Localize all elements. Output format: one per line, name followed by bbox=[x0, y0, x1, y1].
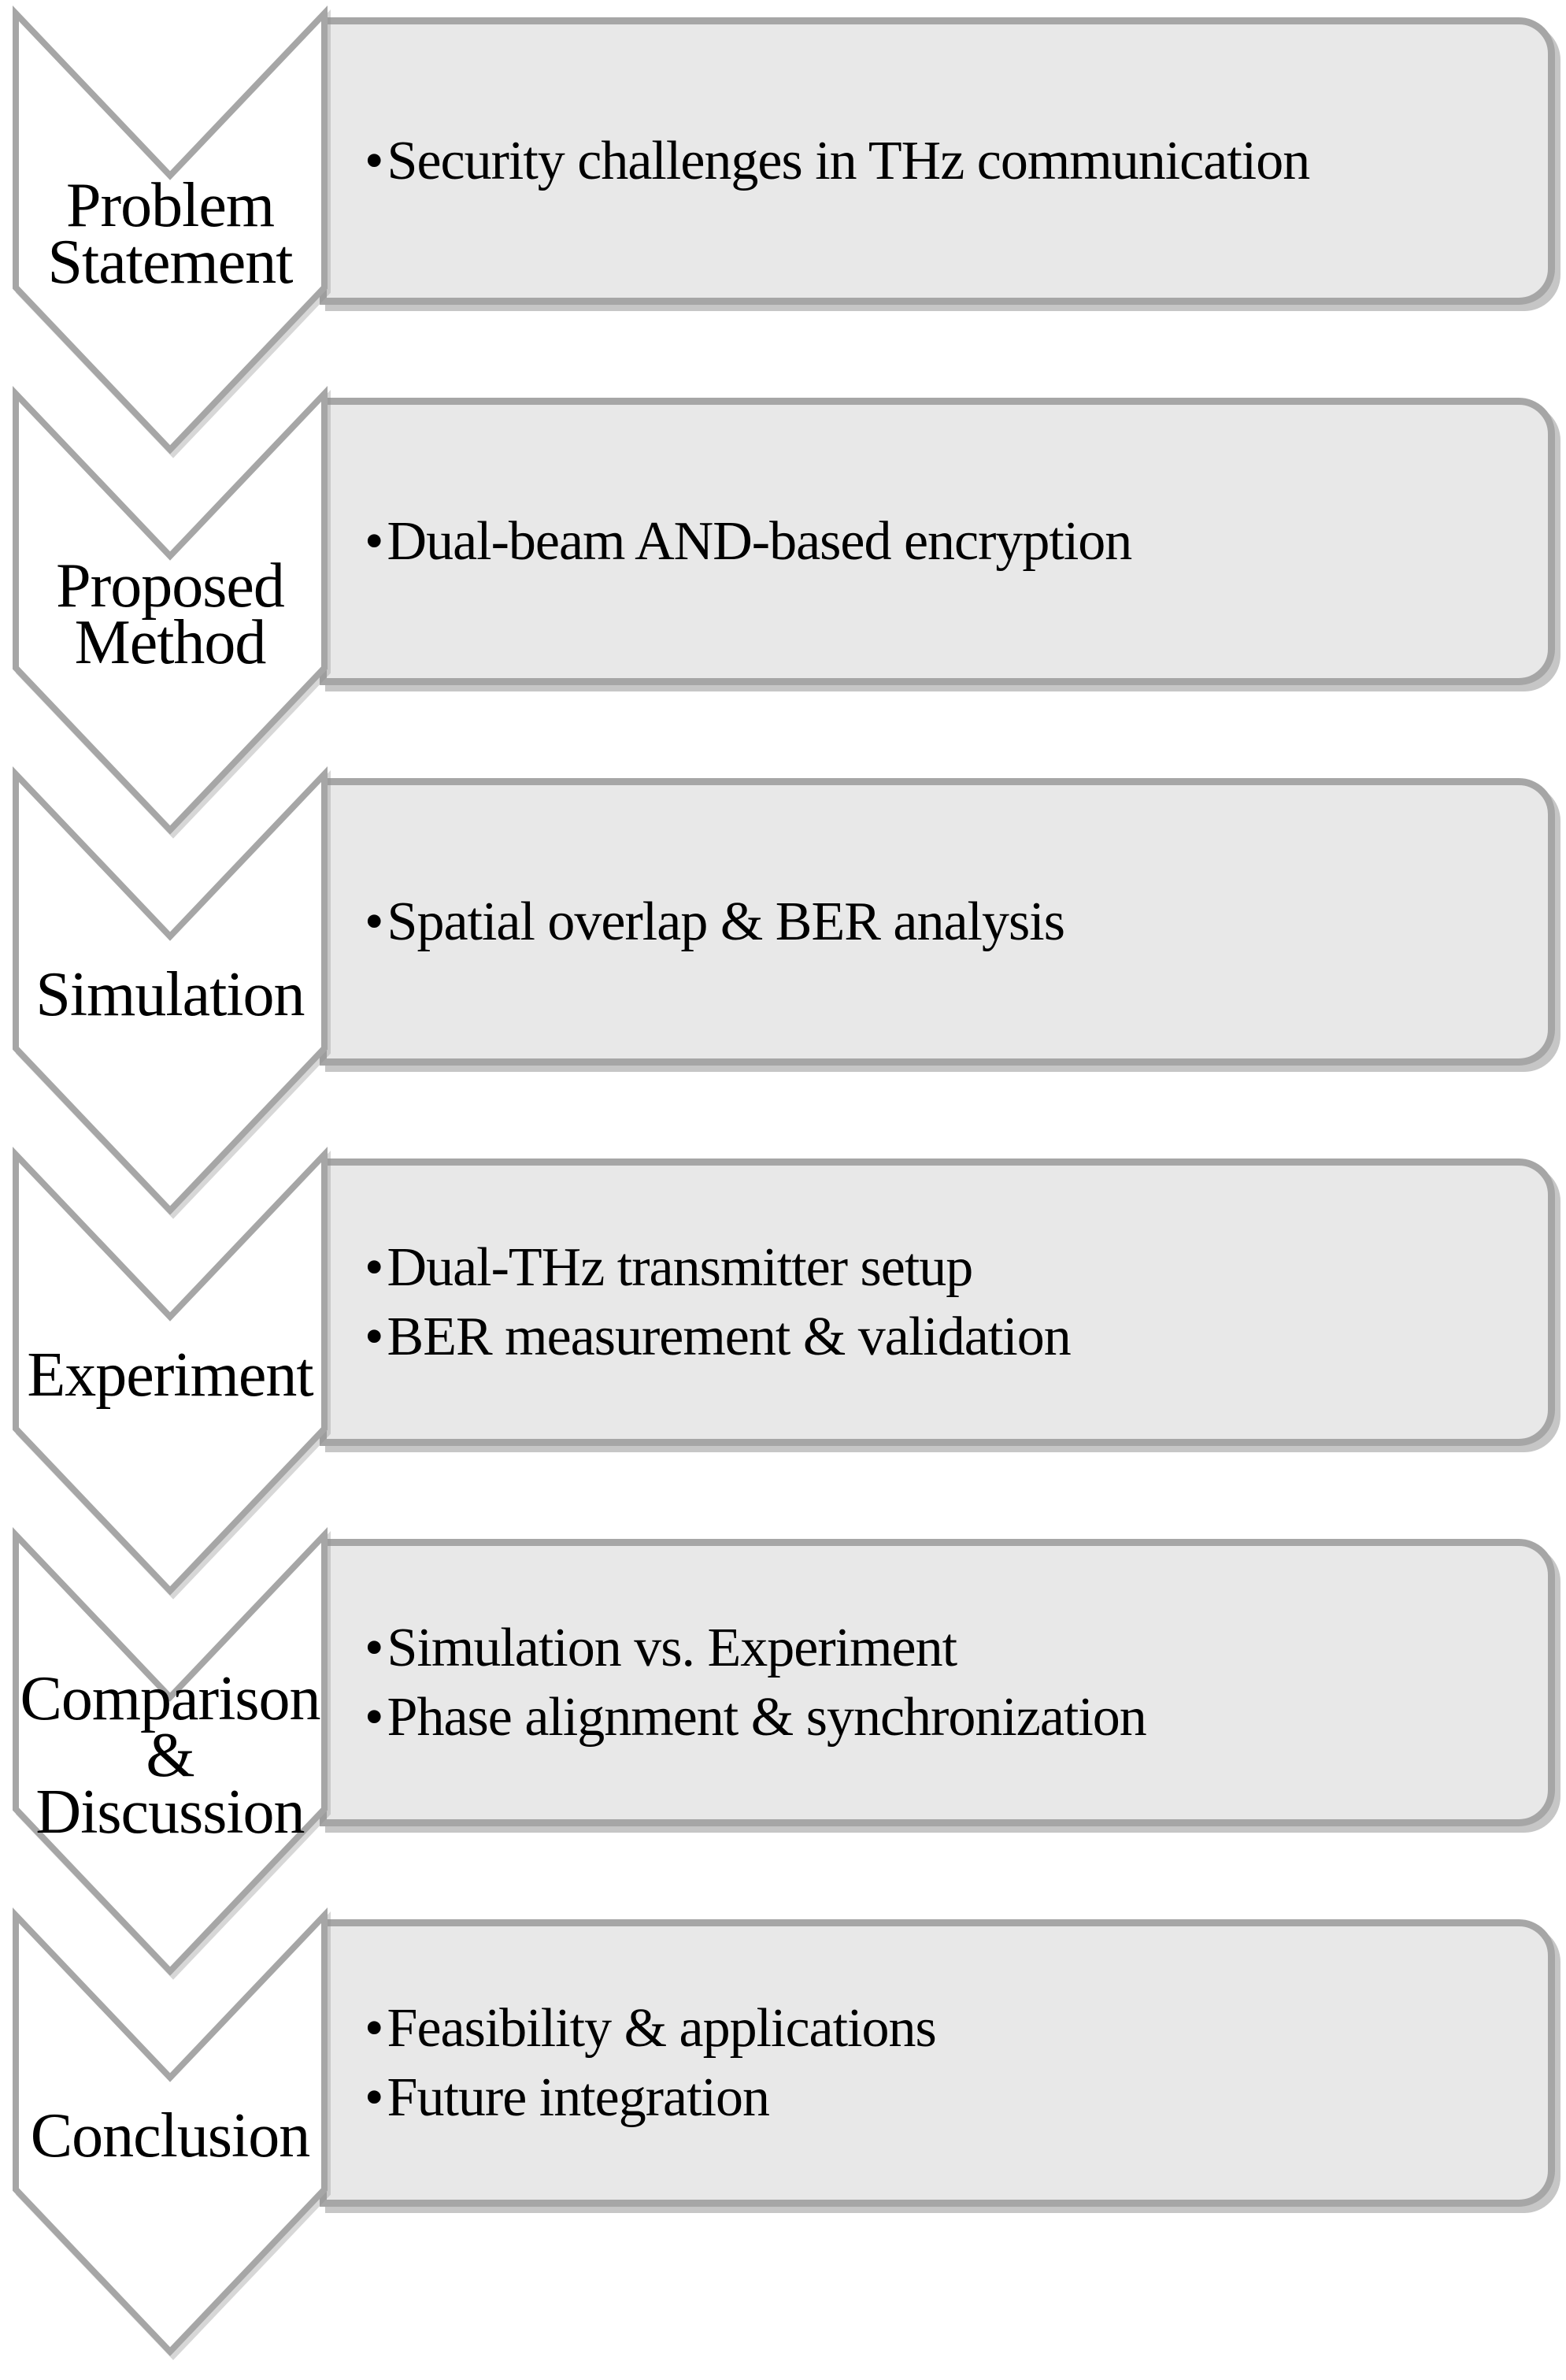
bullet-text: Dual-beam AND-based encryption bbox=[387, 510, 1133, 572]
bullet-line: • Dual-beam AND-based encryption bbox=[365, 507, 1493, 576]
bullet-icon: • bbox=[365, 891, 383, 952]
bullet-text: Feasibility & applications bbox=[387, 1997, 937, 2059]
chevron-arrow bbox=[13, 5, 328, 454]
bullet-line: • Dual-THz transmitter setup bbox=[365, 1233, 1493, 1303]
bullet-icon: • bbox=[365, 130, 383, 191]
chevron-shape bbox=[13, 385, 328, 835]
stage-comparison-discussion: • Simulation vs. Experiment • Phase alig… bbox=[0, 1526, 1566, 1988]
stage-label: Experiment bbox=[16, 1340, 324, 1410]
bullet-text: Security challenges in THz communication bbox=[387, 130, 1311, 191]
bullet-text: Spatial overlap & BER analysis bbox=[387, 891, 1065, 952]
stage-simulation: • Spatial overlap & BER analysis Simulat… bbox=[0, 766, 1566, 1227]
stage-label-line: Proposed bbox=[56, 551, 285, 621]
chevron-arrow bbox=[13, 1146, 328, 1596]
bullet-line: • BER measurement & validation bbox=[365, 1303, 1493, 1372]
bullet-line: • Future integration bbox=[365, 2063, 1493, 2133]
stage-content-box: • Dual-beam AND-based encryption bbox=[320, 398, 1555, 685]
stage-content-box: • Security challenges in THz communicati… bbox=[320, 17, 1555, 305]
stage-label-line: Comparison bbox=[20, 1664, 320, 1733]
bullet-line: • Security challenges in THz communicati… bbox=[365, 127, 1493, 196]
stage-content-box: • Dual-THz transmitter setup • BER measu… bbox=[320, 1158, 1555, 1446]
stage-label: Problem Statement bbox=[16, 171, 324, 297]
bullet-line: • Simulation vs. Experiment bbox=[365, 1614, 1493, 1683]
stage-label-line: Statement bbox=[47, 228, 294, 297]
bullet-icon: • bbox=[365, 1236, 383, 1298]
bullet-icon: • bbox=[365, 1617, 383, 1678]
chevron-shape bbox=[13, 1526, 328, 1976]
stage-label-line: Problem bbox=[65, 171, 275, 240]
stage-label: Simulation bbox=[16, 960, 324, 1029]
stage-label-line: Method bbox=[74, 608, 267, 677]
stage-label-line: Experiment bbox=[27, 1340, 313, 1410]
stage-proposed-method: • Dual-beam AND-based encryption Propose… bbox=[0, 385, 1566, 847]
bullet-text: BER measurement & validation bbox=[387, 1306, 1072, 1367]
stage-content-box: • Spatial overlap & BER analysis bbox=[320, 778, 1555, 1066]
stage-label: Conclusion bbox=[16, 2101, 324, 2171]
bullet-text: Phase alignment & synchronization bbox=[387, 1686, 1147, 1748]
bullet-line: • Feasibility & applications bbox=[365, 1994, 1493, 2063]
bullet-icon: • bbox=[365, 1306, 383, 1367]
stage-experiment: • Dual-THz transmitter setup • BER measu… bbox=[0, 1146, 1566, 1607]
chevron-shape bbox=[13, 1146, 328, 1596]
chevron-arrow bbox=[13, 1907, 328, 2356]
bullet-text: Future integration bbox=[387, 2067, 771, 2128]
bullet-text: Simulation vs. Experiment bbox=[387, 1617, 958, 1678]
stage-conclusion: • Feasibility & applications • Future in… bbox=[0, 1907, 1566, 2368]
stage-problem-statement: • Security challenges in THz communicati… bbox=[0, 5, 1566, 466]
bullet-text: Dual-THz transmitter setup bbox=[387, 1236, 974, 1298]
bullet-line: • Phase alignment & synchronization bbox=[365, 1683, 1493, 1752]
stage-label: Comparison & Discussion bbox=[16, 1664, 324, 1847]
chevron-arrow bbox=[13, 385, 328, 835]
chevron-shape bbox=[13, 1907, 328, 2356]
chevron-arrow bbox=[13, 766, 328, 1215]
chevron-arrow bbox=[13, 1526, 328, 1976]
bullet-icon: • bbox=[365, 1686, 383, 1748]
stage-content-box: • Feasibility & applications • Future in… bbox=[320, 1919, 1555, 2207]
bullet-icon: • bbox=[365, 1997, 383, 2059]
stage-label-line: & bbox=[146, 1721, 194, 1790]
stage-label-line: Discussion bbox=[35, 1778, 305, 1847]
stage-label-line: Simulation bbox=[35, 960, 305, 1029]
bullet-icon: • bbox=[365, 510, 383, 572]
bullet-icon: • bbox=[365, 2067, 383, 2128]
stage-content-box: • Simulation vs. Experiment • Phase alig… bbox=[320, 1539, 1555, 1826]
stage-label: Proposed Method bbox=[16, 551, 324, 677]
bullet-line: • Spatial overlap & BER analysis bbox=[365, 888, 1493, 957]
chevron-shape bbox=[13, 766, 328, 1215]
chevron-shape bbox=[13, 5, 328, 454]
stage-label-line: Conclusion bbox=[30, 2101, 310, 2171]
